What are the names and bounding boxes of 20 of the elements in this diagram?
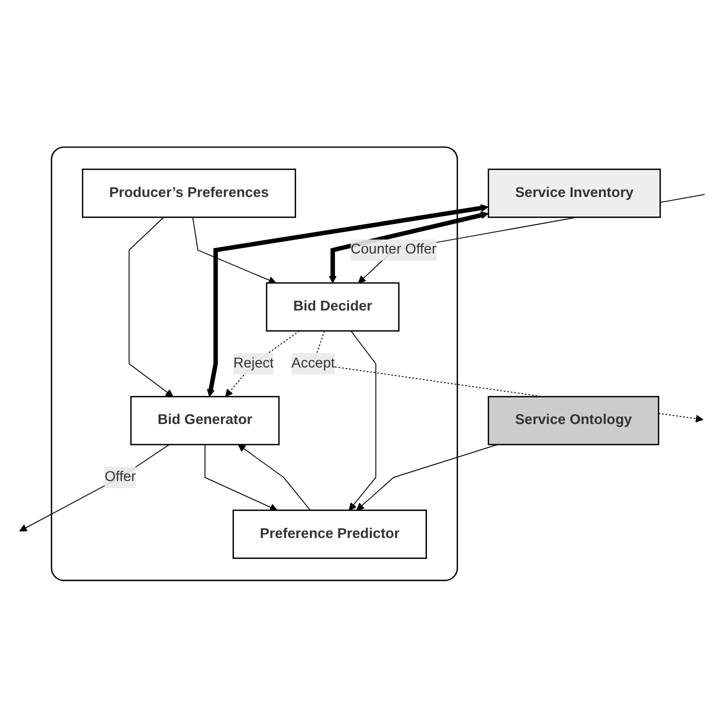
arrow — [206, 204, 488, 398]
cluster — [50, 146, 458, 582]
arrow — [225, 330, 300, 398]
arrow — [128, 217, 174, 398]
edge-label: Reject — [233, 356, 274, 372]
node-box: Producer’s Preferences — [82, 168, 296, 218]
node-box: Service Inventory — [488, 168, 661, 218]
arrow — [204, 444, 278, 512]
node-box: Bid Generator — [130, 396, 280, 446]
arrow — [19, 444, 170, 532]
edge-label: Counter Offer — [350, 242, 436, 258]
edge-label: Accept — [291, 356, 335, 372]
arrow — [192, 217, 276, 284]
edge-label: Offer — [104, 470, 136, 485]
node-box: Bid Decider — [266, 282, 400, 332]
node-box: Preference Predictor — [232, 510, 427, 560]
arrow — [328, 212, 488, 284]
arrow — [238, 444, 311, 511]
arrow — [348, 330, 376, 511]
node-box: Service Ontology — [488, 396, 660, 446]
